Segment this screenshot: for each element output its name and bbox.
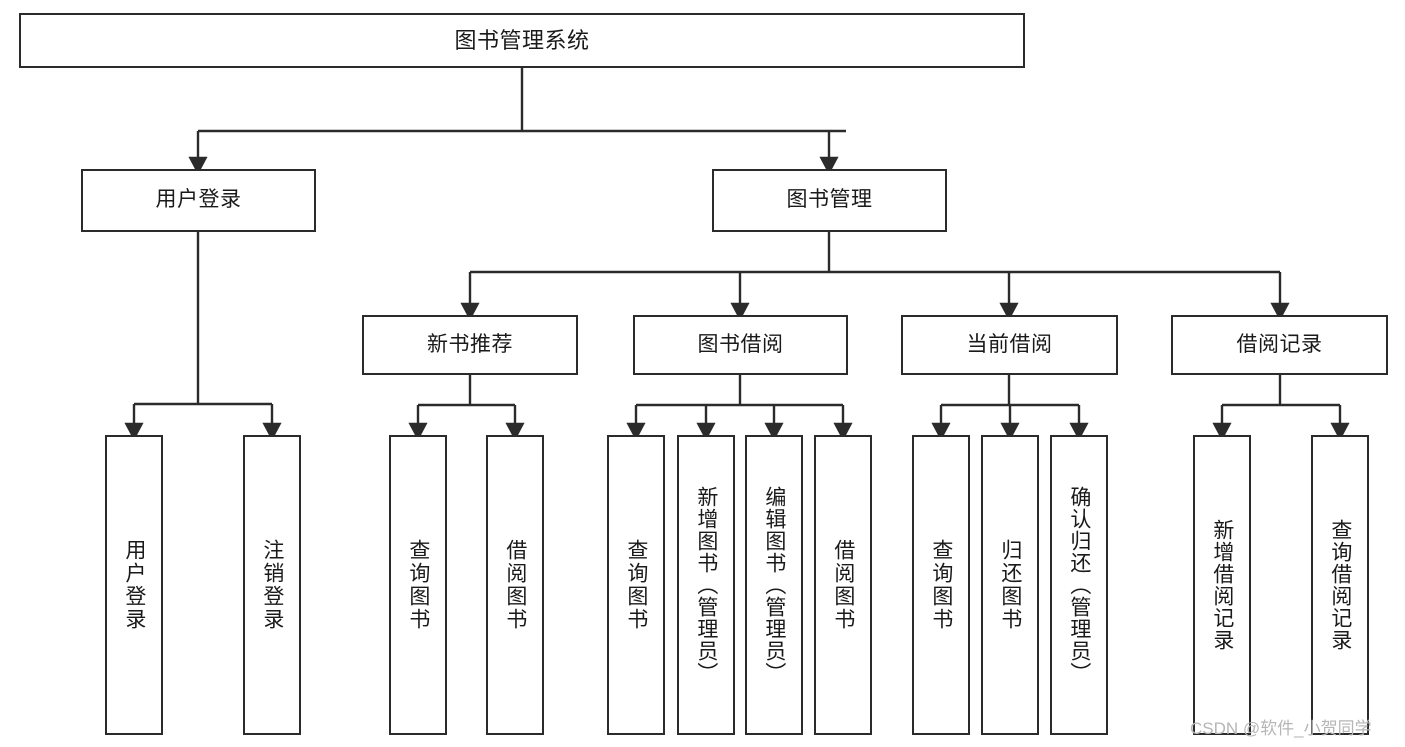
node-current-borrow[interactable]: 当前借阅 [901,315,1118,375]
node-leaf-borrow-book-1[interactable]: 借阅图书 [486,435,544,735]
node-leaf-query-book-2-label: 查询图书 [624,539,648,631]
node-leaf-user-login-label: 用户登录 [122,539,146,631]
node-leaf-borrow-book-1-label: 借阅图书 [503,539,527,631]
node-leaf-query-book-3[interactable]: 查询图书 [912,435,970,735]
node-leaf-query-book-1[interactable]: 查询图书 [389,435,447,735]
node-book-borrow-label: 图书借阅 [697,332,784,356]
node-borrow-record[interactable]: 借阅记录 [1171,315,1388,375]
node-new-book-rec[interactable]: 新书推荐 [362,315,578,375]
node-leaf-return-book[interactable]: 归还图书 [981,435,1039,735]
node-leaf-user-logout[interactable]: 注销登录 [243,435,301,735]
node-leaf-query-book-1-label: 查询图书 [406,539,430,631]
node-user-login[interactable]: 用户登录 [81,169,316,232]
node-leaf-add-book[interactable]: 新增图书（管理员） [677,435,735,735]
node-leaf-confirm-return-label: 确认归还（管理员） [1067,486,1091,684]
node-leaf-query-record[interactable]: 查询借阅记录 [1311,435,1369,735]
node-leaf-edit-book-label: 编辑图书（管理员） [762,486,786,684]
node-leaf-user-login[interactable]: 用户登录 [105,435,163,735]
node-leaf-borrow-book-2[interactable]: 借阅图书 [814,435,872,735]
node-user-login-label: 用户登录 [155,188,242,212]
node-borrow-record-label: 借阅记录 [1236,332,1323,356]
node-leaf-query-book-2[interactable]: 查询图书 [607,435,665,735]
node-leaf-query-record-label: 查询借阅记录 [1328,519,1352,651]
node-leaf-add-record[interactable]: 新增借阅记录 [1193,435,1251,735]
node-book-manage[interactable]: 图书管理 [712,169,947,232]
node-leaf-edit-book[interactable]: 编辑图书（管理员） [745,435,803,735]
node-book-manage-label: 图书管理 [786,188,873,212]
node-book-borrow[interactable]: 图书借阅 [633,315,848,375]
node-root[interactable]: 图书管理系统 [19,13,1025,68]
node-new-book-rec-label: 新书推荐 [427,332,513,356]
node-leaf-add-record-label: 新增借阅记录 [1210,519,1234,651]
node-leaf-query-book-3-label: 查询图书 [929,539,953,631]
node-leaf-borrow-book-2-label: 借阅图书 [831,539,855,631]
node-current-borrow-label: 当前借阅 [966,332,1053,356]
node-leaf-confirm-return[interactable]: 确认归还（管理员） [1050,435,1108,735]
node-leaf-add-book-label: 新增图书（管理员） [694,486,718,684]
node-leaf-return-book-label: 归还图书 [998,539,1022,631]
node-root-label: 图书管理系统 [454,27,590,53]
watermark-text: CSDN @软件_小贺同学 [1190,719,1372,738]
node-leaf-user-logout-label: 注销登录 [260,539,284,631]
